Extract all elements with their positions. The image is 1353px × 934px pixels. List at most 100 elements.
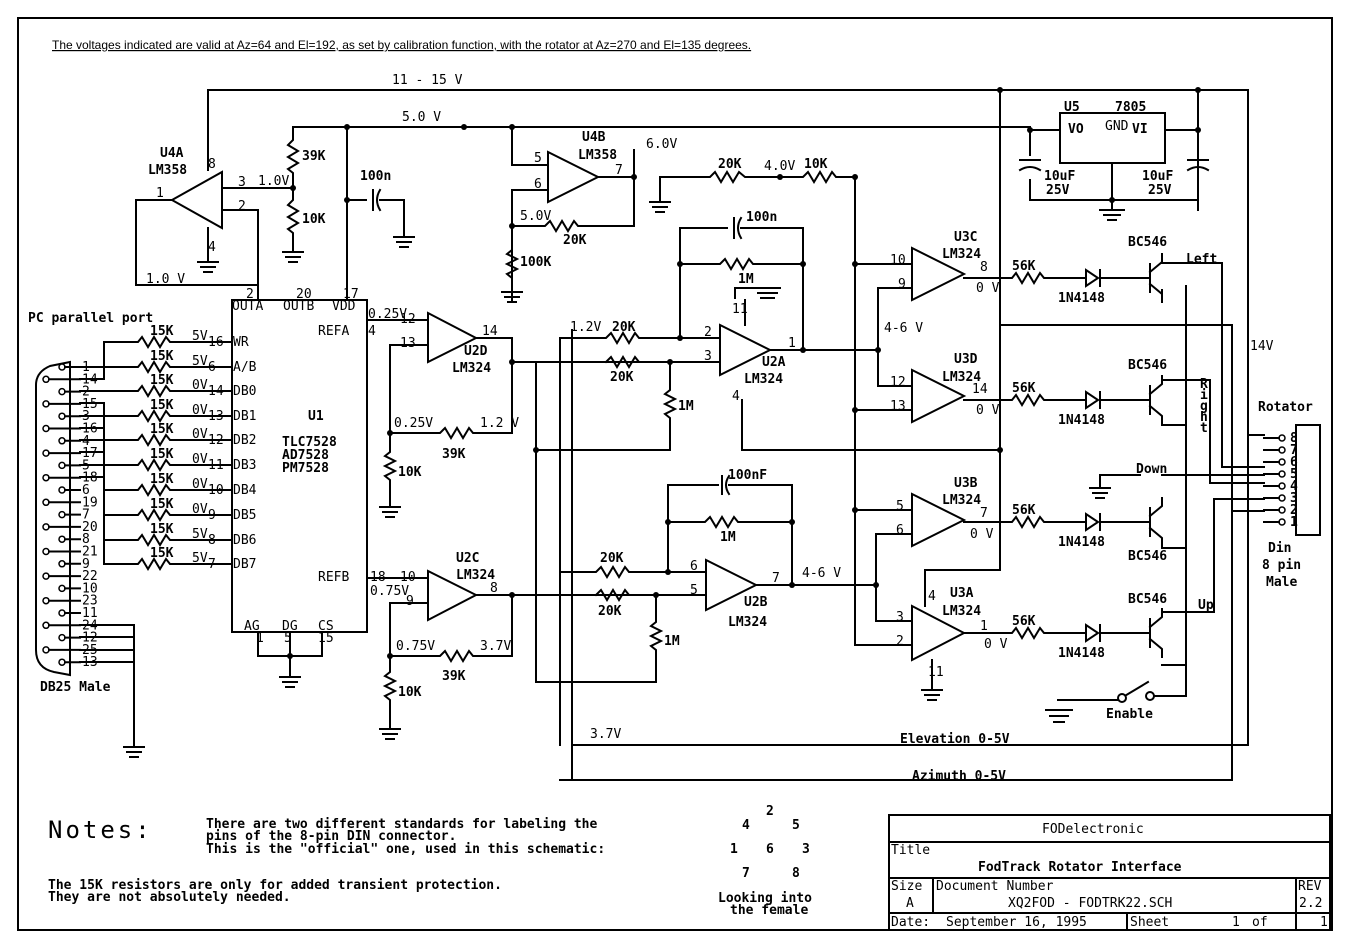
left-label: Left [1186, 252, 1217, 267]
junction [677, 335, 683, 341]
switch-contact [1117, 693, 1127, 703]
dac-input-voltage: 5V [192, 551, 208, 566]
dac-part-1: TLC7528 [282, 435, 337, 450]
series-resistor-label: 15K [150, 324, 174, 339]
u2d-in-voltage: 0.25V [368, 307, 407, 322]
dac-refb: REFB [318, 570, 349, 585]
u3a-part: LM324 [942, 604, 981, 619]
u4b-out-voltage: 6.0V [646, 137, 677, 152]
ground-symbol [1099, 209, 1125, 221]
transistor-label: BC546 [1128, 592, 1167, 607]
u3d-pin14: 14 [972, 382, 988, 397]
u4a-symbol [169, 170, 223, 230]
din-diagram-pin-5: 5 [792, 818, 800, 833]
din-pin-number: 4 [1290, 479, 1298, 494]
driver-wire [963, 393, 1087, 407]
db25-pin-number: 12 [82, 631, 98, 646]
sheet-value: 1 [1232, 915, 1240, 930]
feedback-voltage: 3.7V [590, 727, 621, 742]
u4b-pin6: 6 [534, 177, 542, 192]
regulator-gnd: GND [1105, 119, 1129, 134]
supply-rail-label: 11 - 15 V [392, 73, 463, 88]
dac-pin-number: 14 [208, 384, 224, 399]
dac-pin-20: 20 [296, 287, 312, 302]
ground-symbol [1045, 709, 1073, 723]
rev-label: REV [1298, 879, 1322, 894]
dac-pin-label: DB3 [233, 458, 256, 473]
series-resistor-label: 15K [150, 373, 174, 388]
ground-symbol [1089, 487, 1111, 499]
u3c-part: LM324 [942, 247, 981, 262]
din-pin-number: 1 [1290, 515, 1298, 530]
dac-input-wire [79, 335, 233, 368]
db25-pins: 1142153164175186197208219221023112412251… [42, 360, 98, 670]
u2a-pin11: 11 [732, 302, 748, 317]
din-caption-3: Male [1266, 575, 1297, 590]
dac-pin-1: 1 [256, 631, 264, 646]
dac-pin-vdd: VDD [332, 299, 356, 314]
dac-pin-number: 12 [208, 433, 224, 448]
u3c-input-wires [854, 263, 913, 351]
dac-pin-17: 17 [343, 287, 359, 302]
u3d-out-voltage: 0 V [976, 403, 1000, 418]
notes-resistor-line-2: They are not absolutely needed. [48, 890, 291, 905]
dac-pin-label: DB4 [233, 483, 257, 498]
diode-symbol [1085, 623, 1101, 643]
divider-r1: 39K [302, 149, 326, 164]
series-resistor-label: 15K [150, 522, 174, 537]
notes-title: Notes: [48, 816, 153, 844]
right-label-letter: R [1200, 377, 1208, 392]
u2b-pin7: 7 [772, 571, 780, 586]
db25-label: DB25 Male [40, 680, 111, 695]
regulator-u5: U5 7805 VO VI GND 10uF 25V 10uF 25V [999, 89, 1210, 451]
db25-pin-number: 16 [82, 422, 98, 437]
din-diagram-pin-2: 2 [766, 804, 774, 819]
u4b-pin5: 5 [534, 151, 542, 166]
ground-symbol [379, 506, 401, 518]
transistor-symbol [1099, 253, 1163, 303]
driver-resistor-label: 56K [1012, 614, 1036, 629]
db25-pin-number: 22 [82, 569, 98, 584]
din-pin-number: 7 [1290, 443, 1298, 458]
junction [777, 174, 783, 180]
db25-pin-number: 4 [82, 434, 90, 449]
u3d-pin12: 12 [890, 375, 906, 390]
right-label-letter: t [1200, 421, 1208, 436]
enable-switch[interactable]: Enable [1045, 664, 1187, 723]
db25-pin-number: 11 [82, 606, 98, 621]
dac-u1: OUTA OUTB VDD 2 20 17 REFA 4 REFB 18 U1 … [79, 287, 386, 688]
u2c-pin8: 8 [490, 581, 498, 596]
u2a-cap: 100n [746, 210, 777, 225]
u2c-out-voltage: 3.7V [480, 639, 511, 654]
dac-pin-number: 8 [208, 533, 216, 548]
din-pin-number: 5 [1290, 467, 1298, 482]
junction [287, 653, 293, 659]
dac-input-voltage: 0V [192, 477, 208, 492]
junction [509, 592, 515, 598]
u4b-pin7: 7 [615, 163, 623, 178]
u3d-pin13: 13 [890, 399, 906, 414]
u2b-input-wires [535, 449, 707, 781]
u2c-wires [366, 577, 691, 728]
collector-wires [1099, 262, 1265, 666]
db25-connector: PC parallel port 11421531641751861972082… [28, 311, 153, 758]
ground-symbol [754, 287, 781, 299]
u3d-ref: U3D [954, 352, 978, 367]
junction [387, 430, 393, 436]
of-value: 1 [1320, 915, 1328, 930]
u2b-feedback-wires [667, 474, 877, 586]
dac-input-voltage: 0V [192, 452, 208, 467]
u4a-wires [135, 187, 294, 301]
of-label: of [1252, 915, 1268, 930]
u2a-pin4: 4 [732, 389, 740, 404]
cap-left-value: 10uF [1044, 169, 1075, 184]
dac-pin-ag: AG [244, 619, 260, 634]
elevation-label: Elevation 0-5V [900, 732, 1010, 747]
db25-pin-number: 5 [82, 458, 90, 473]
u4b-part: LM358 [578, 148, 617, 163]
din-pin-number: 3 [1290, 491, 1298, 506]
u2c-fb-voltage: 0.75V [396, 639, 435, 654]
u2a-part: LM324 [744, 372, 783, 387]
